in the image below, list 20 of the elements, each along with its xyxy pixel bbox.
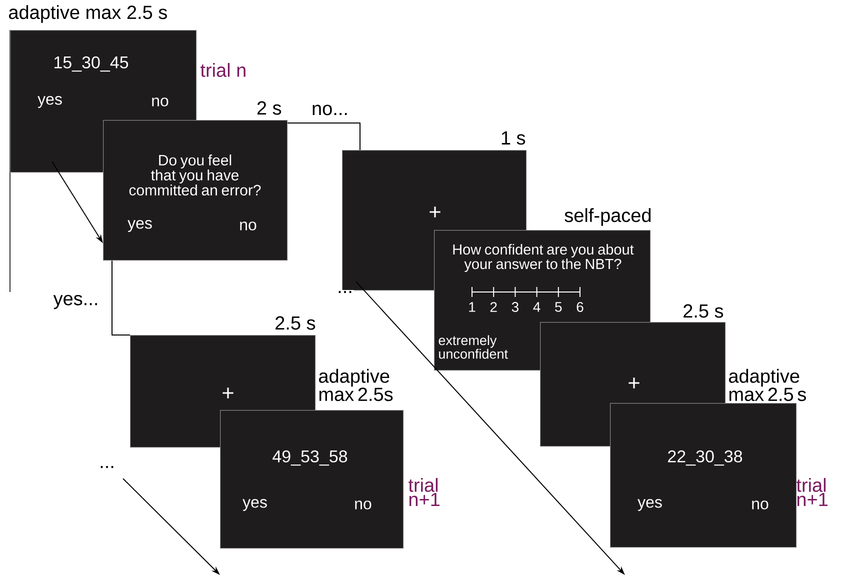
timing-label: 2 s xyxy=(257,101,282,115)
timing-label: adaptive max 2.5 s xyxy=(9,5,167,23)
trial-label: trial n xyxy=(200,63,246,77)
timing-label: self-paced xyxy=(564,208,651,226)
screen: Do you feel that you have committed an error? yes no xyxy=(103,120,288,261)
edge-label: ... xyxy=(98,464,116,469)
edge-label: ... xyxy=(336,290,354,294)
timing-label: adaptive max 2.5s xyxy=(319,368,393,402)
trial-label: trial n+1 xyxy=(408,478,440,506)
trial-label: trial n+1 xyxy=(796,478,828,506)
screen: 49_53_58 yes no xyxy=(220,410,404,549)
screen: 22_30_38 yes no xyxy=(610,403,797,548)
connector-line xyxy=(112,260,130,336)
connector-line xyxy=(287,122,360,150)
edge-label: no... xyxy=(310,104,350,116)
timing-label: 2.5 s xyxy=(684,304,724,318)
timing-label: 1 s xyxy=(502,131,526,145)
edge-label: yes... xyxy=(52,294,100,310)
timing-label: adaptive max 2.5 s xyxy=(729,368,806,402)
timing-label: 2.5 s xyxy=(276,316,316,330)
